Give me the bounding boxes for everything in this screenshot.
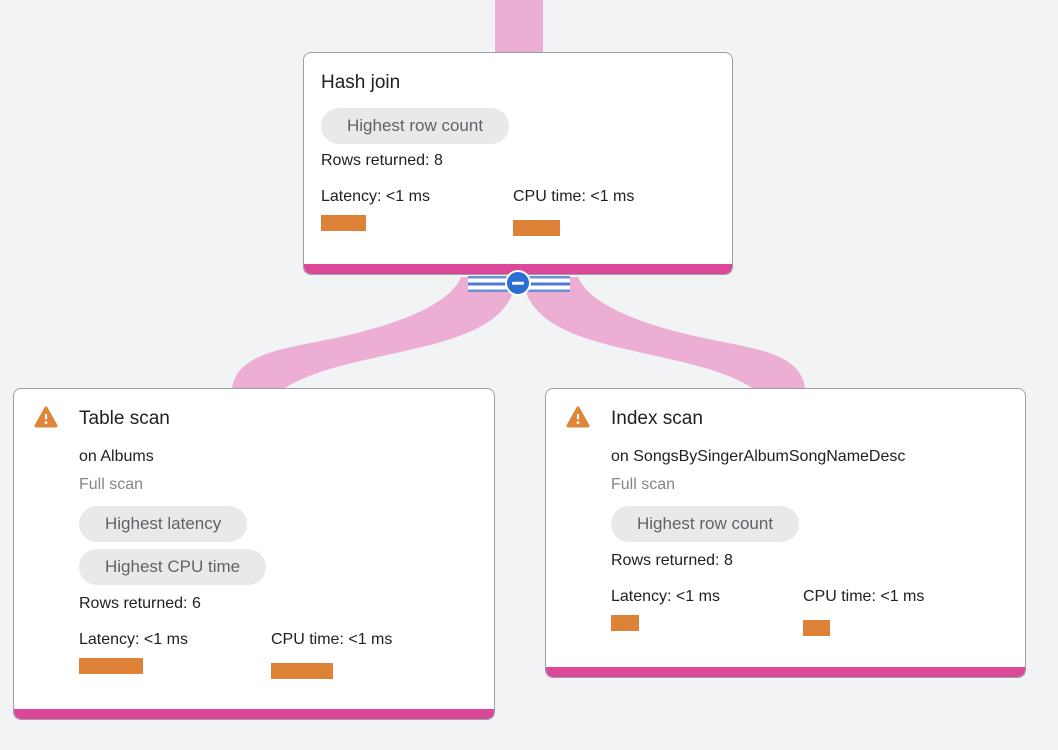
node-accent-strip [546,667,1025,677]
latency-bar [321,215,366,231]
node-title: Index scan [611,408,703,429]
highlight-badge: Highest CPU time [79,549,267,585]
node-accent-strip [304,264,732,274]
metrics-row: Latency: <1 ms CPU time: <1 ms [611,586,1008,636]
edge-hash-to-index-scan [522,277,805,395]
node-hash-join[interactable]: Hash join Highest row count Rows returne… [303,52,733,275]
node-accent-strip [14,709,494,719]
scan-target: on Albums [79,448,154,465]
highlight-badge: Highest row count [611,506,800,542]
latency-metric: Latency: <1 ms [321,186,513,236]
rows-returned: Rows returned: 6 [79,595,201,612]
cpu-bar [271,663,333,679]
scan-type: Full scan [79,476,144,493]
highlight-badge: Highest latency [79,506,248,542]
rows-returned: Rows returned: 8 [321,152,443,169]
cpu-bar [513,220,560,236]
highlight-badge: Highest row count [321,108,510,144]
edge-into-hash-join [495,0,543,54]
metrics-row: Latency: <1 ms CPU time: <1 ms [79,629,477,679]
latency-metric: Latency: <1 ms [611,586,803,636]
latency-metric: Latency: <1 ms [79,629,271,679]
warning-icon [566,406,590,428]
cpu-label: CPU time: <1 ms [513,188,635,205]
latency-bar [79,658,143,674]
latency-label: Latency: <1 ms [611,588,720,605]
latency-label: Latency: <1 ms [321,188,430,205]
node-title: Table scan [79,408,170,429]
warning-icon [34,406,58,428]
cpu-label: CPU time: <1 ms [271,631,393,648]
node-table-scan[interactable]: Table scan on Albums Full scan Highest l… [13,388,495,720]
node-title: Hash join [321,72,401,93]
cpu-bar [803,620,830,636]
cpu-metric: CPU time: <1 ms [513,186,705,236]
cpu-label: CPU time: <1 ms [803,588,925,605]
cpu-metric: CPU time: <1 ms [271,629,463,679]
node-index-scan[interactable]: Index scan on SongsBySingerAlbumSongName… [545,388,1026,678]
latency-bar [611,615,639,631]
scan-target: on SongsBySingerAlbumSongNameDesc [611,448,906,465]
edge-hash-to-table-scan [232,277,517,396]
minus-icon [512,281,524,285]
collapse-children-button[interactable] [505,270,531,296]
metrics-row: Latency: <1 ms CPU time: <1 ms [321,186,715,236]
latency-label: Latency: <1 ms [79,631,188,648]
rows-returned: Rows returned: 8 [611,552,733,569]
cpu-metric: CPU time: <1 ms [803,586,995,636]
scan-type: Full scan [611,476,676,493]
